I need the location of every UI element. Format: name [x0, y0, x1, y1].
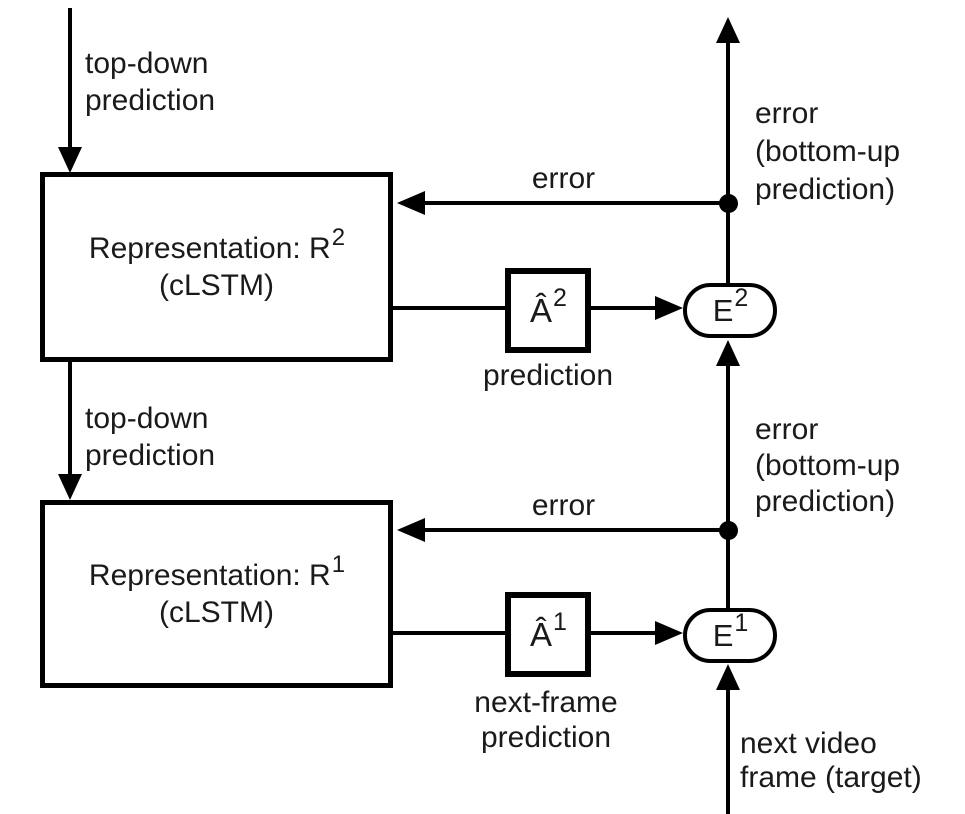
top-down-arrow-line-lower: [68, 362, 72, 475]
arrowhead-up-icon-bottom: [716, 664, 740, 690]
arrowhead-up-icon-top: [716, 17, 740, 43]
a2-to-e2-line: [591, 306, 656, 310]
error-line-lower: [424, 528, 727, 532]
a-hat-2-box: Â2: [505, 268, 591, 353]
arrowhead-left-icon-upper: [397, 191, 425, 215]
error-e2-base: E: [712, 293, 734, 328]
label-next-video-frame: next video frame (target): [740, 727, 922, 794]
label-error-bottom-up-lower: error (bottom-up prediction): [755, 413, 901, 518]
junction-dot-lower: [719, 521, 738, 540]
label-error-upper: error: [531, 162, 596, 195]
arrowhead-down-icon-lower: [58, 474, 82, 500]
error-e1-node: E1: [683, 608, 777, 663]
label-error-lower: error: [531, 489, 596, 522]
error-e1-superscript: 1: [734, 608, 749, 637]
arrowhead-right-icon-upper: [655, 296, 683, 320]
a1-to-e1-line: [591, 631, 656, 635]
a-hat-1-superscript: 1: [553, 608, 567, 636]
arrowhead-down-icon-upper: [58, 147, 82, 173]
error-e2-text: E2: [712, 285, 749, 328]
error-line-upper: [424, 201, 727, 205]
representation-r2-title-base: Representation: R: [88, 232, 331, 265]
a-hat-1-text: Â1: [530, 610, 567, 653]
error-e1-text: E1: [712, 610, 749, 653]
representation-r2-title: Representation: R2: [88, 226, 345, 267]
representation-r2-text: Representation: R2 (cLSTM): [88, 226, 345, 304]
arrowhead-left-icon-lower: [397, 518, 425, 542]
error-e2-superscript: 2: [734, 283, 749, 312]
representation-r1-box: Representation: R1 (cLSTM): [40, 500, 393, 688]
representation-r1-superscript: 1: [331, 551, 346, 578]
r2-to-a2-line: [393, 306, 505, 310]
label-top-down-prediction-lower: top-down prediction: [85, 402, 216, 472]
a-hat-2-base: Â: [530, 292, 553, 329]
target-input-line: [726, 690, 730, 814]
a-hat-1-base: Â: [530, 616, 553, 653]
r1-to-a1-line: [393, 631, 505, 635]
representation-r1-text: Representation: R1 (cLSTM): [88, 553, 345, 631]
arrowhead-right-icon-lower: [655, 621, 683, 645]
e2-output-line: [726, 42, 730, 283]
label-error-bottom-up-upper: error (bottom-up prediction): [755, 97, 901, 206]
representation-r1-title: Representation: R1: [88, 553, 345, 594]
e1-to-e2-line: [726, 366, 730, 608]
a-hat-2-text: Â2: [530, 286, 567, 329]
junction-dot-upper: [719, 194, 738, 213]
label-next-frame-prediction: next-frame prediction: [474, 686, 618, 754]
error-e2-node: E2: [683, 283, 777, 338]
representation-r1-subtitle: (cLSTM): [158, 596, 274, 629]
a-hat-1-box: Â1: [505, 592, 591, 677]
label-top-down-prediction-upper: top-down prediction: [85, 47, 216, 117]
representation-r2-subtitle: (cLSTM): [158, 269, 274, 302]
representation-r2-superscript: 2: [331, 224, 346, 251]
arrowhead-up-icon-mid: [716, 340, 740, 366]
label-prediction: prediction: [482, 359, 614, 392]
representation-r1-title-base: Representation: R: [88, 559, 331, 592]
error-e1-base: E: [712, 618, 734, 653]
representation-r2-box: Representation: R2 (cLSTM): [40, 172, 393, 362]
top-down-arrow-line-upper: [68, 8, 72, 148]
a-hat-2-superscript: 2: [553, 284, 567, 312]
